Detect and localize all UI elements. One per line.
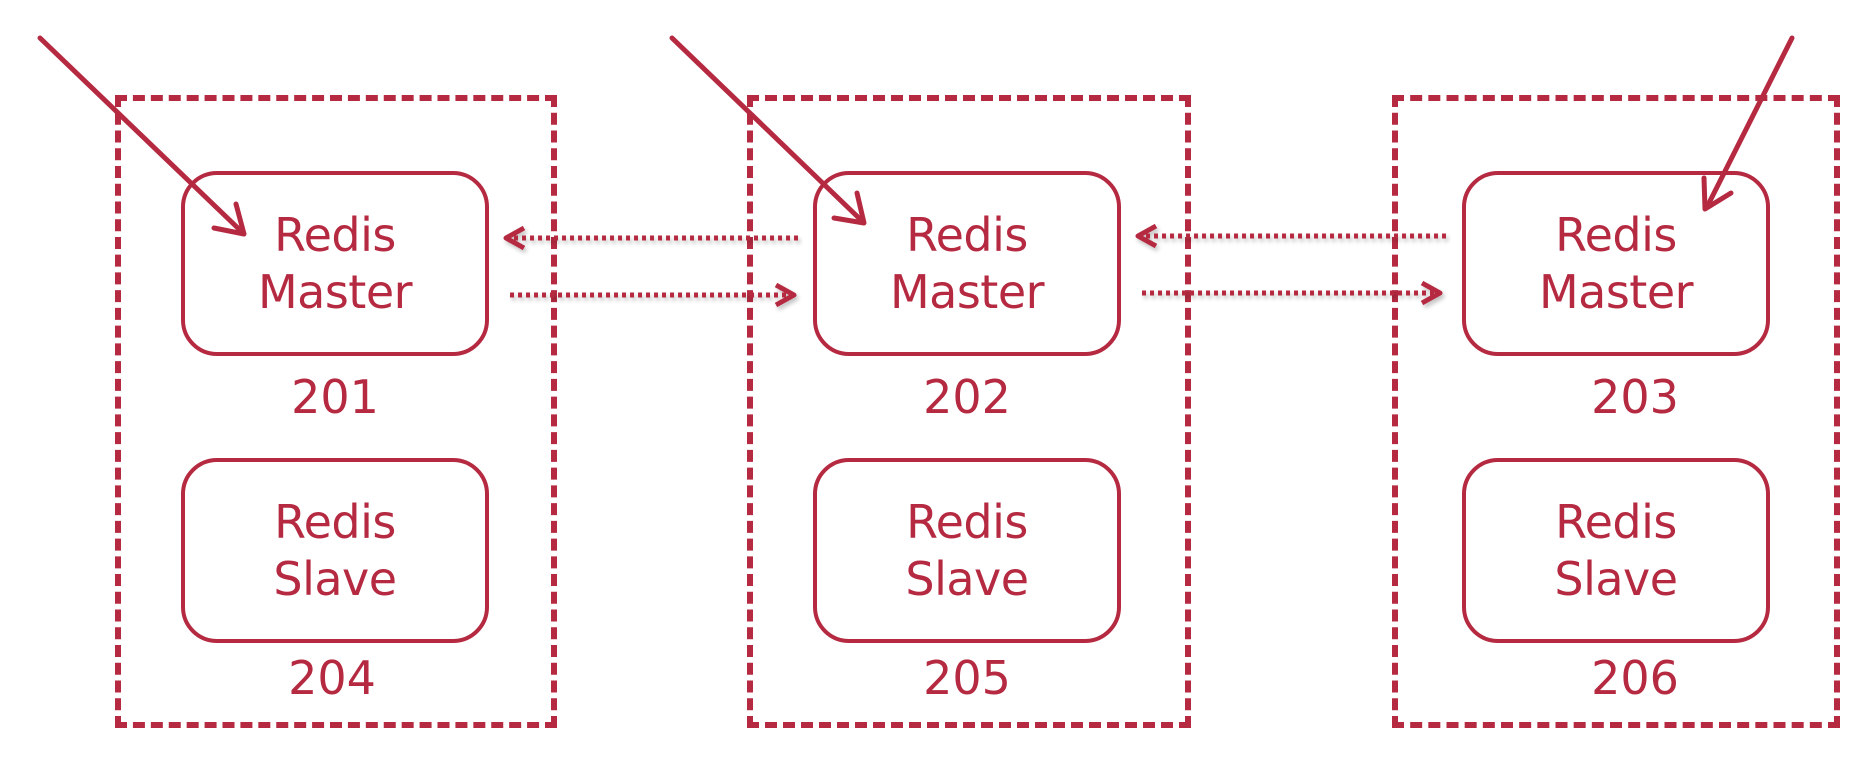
node-label-line1: Redis [906,207,1028,262]
node-label-line2: Master [889,264,1045,319]
node-label-line1: Redis [906,494,1028,549]
node-id-204: 204 [288,651,376,705]
link-arrow-202-to-201 [503,225,798,251]
node-label-line2: Slave [905,551,1029,606]
link-arrow-202-to-203 [1142,280,1443,306]
node-label-line2: Master [257,264,413,319]
shard-group-2 [747,95,1191,728]
node-label-line2: Master [1538,264,1694,319]
node-label-line2: Slave [1554,551,1678,606]
node-label-line1: Redis [274,494,396,549]
client-arrow-203 [1701,35,1795,212]
master-node-202: Redis Master [813,171,1121,356]
node-label-line1: Redis [1555,494,1677,549]
slave-node-205: Redis Slave [813,458,1121,643]
client-arrow-201 [37,35,247,237]
node-id-201: 201 [291,370,379,424]
node-id-202: 202 [923,370,1011,424]
slave-node-204: Redis Slave [181,458,489,643]
node-id-203: 203 [1591,370,1679,424]
master-node-201: Redis Master [181,171,489,356]
link-arrow-203-to-202 [1135,223,1446,249]
shard-group-1 [115,95,557,728]
node-label-line1: Redis [274,207,396,262]
client-arrow-202 [669,35,867,226]
slave-node-206: Redis Slave [1462,458,1770,643]
node-label-line2: Slave [273,551,397,606]
node-label-line1: Redis [1555,207,1677,262]
link-arrow-201-to-202 [510,282,797,308]
shard-group-3 [1392,95,1840,728]
node-id-205: 205 [923,651,1011,705]
node-id-206: 206 [1591,651,1679,705]
